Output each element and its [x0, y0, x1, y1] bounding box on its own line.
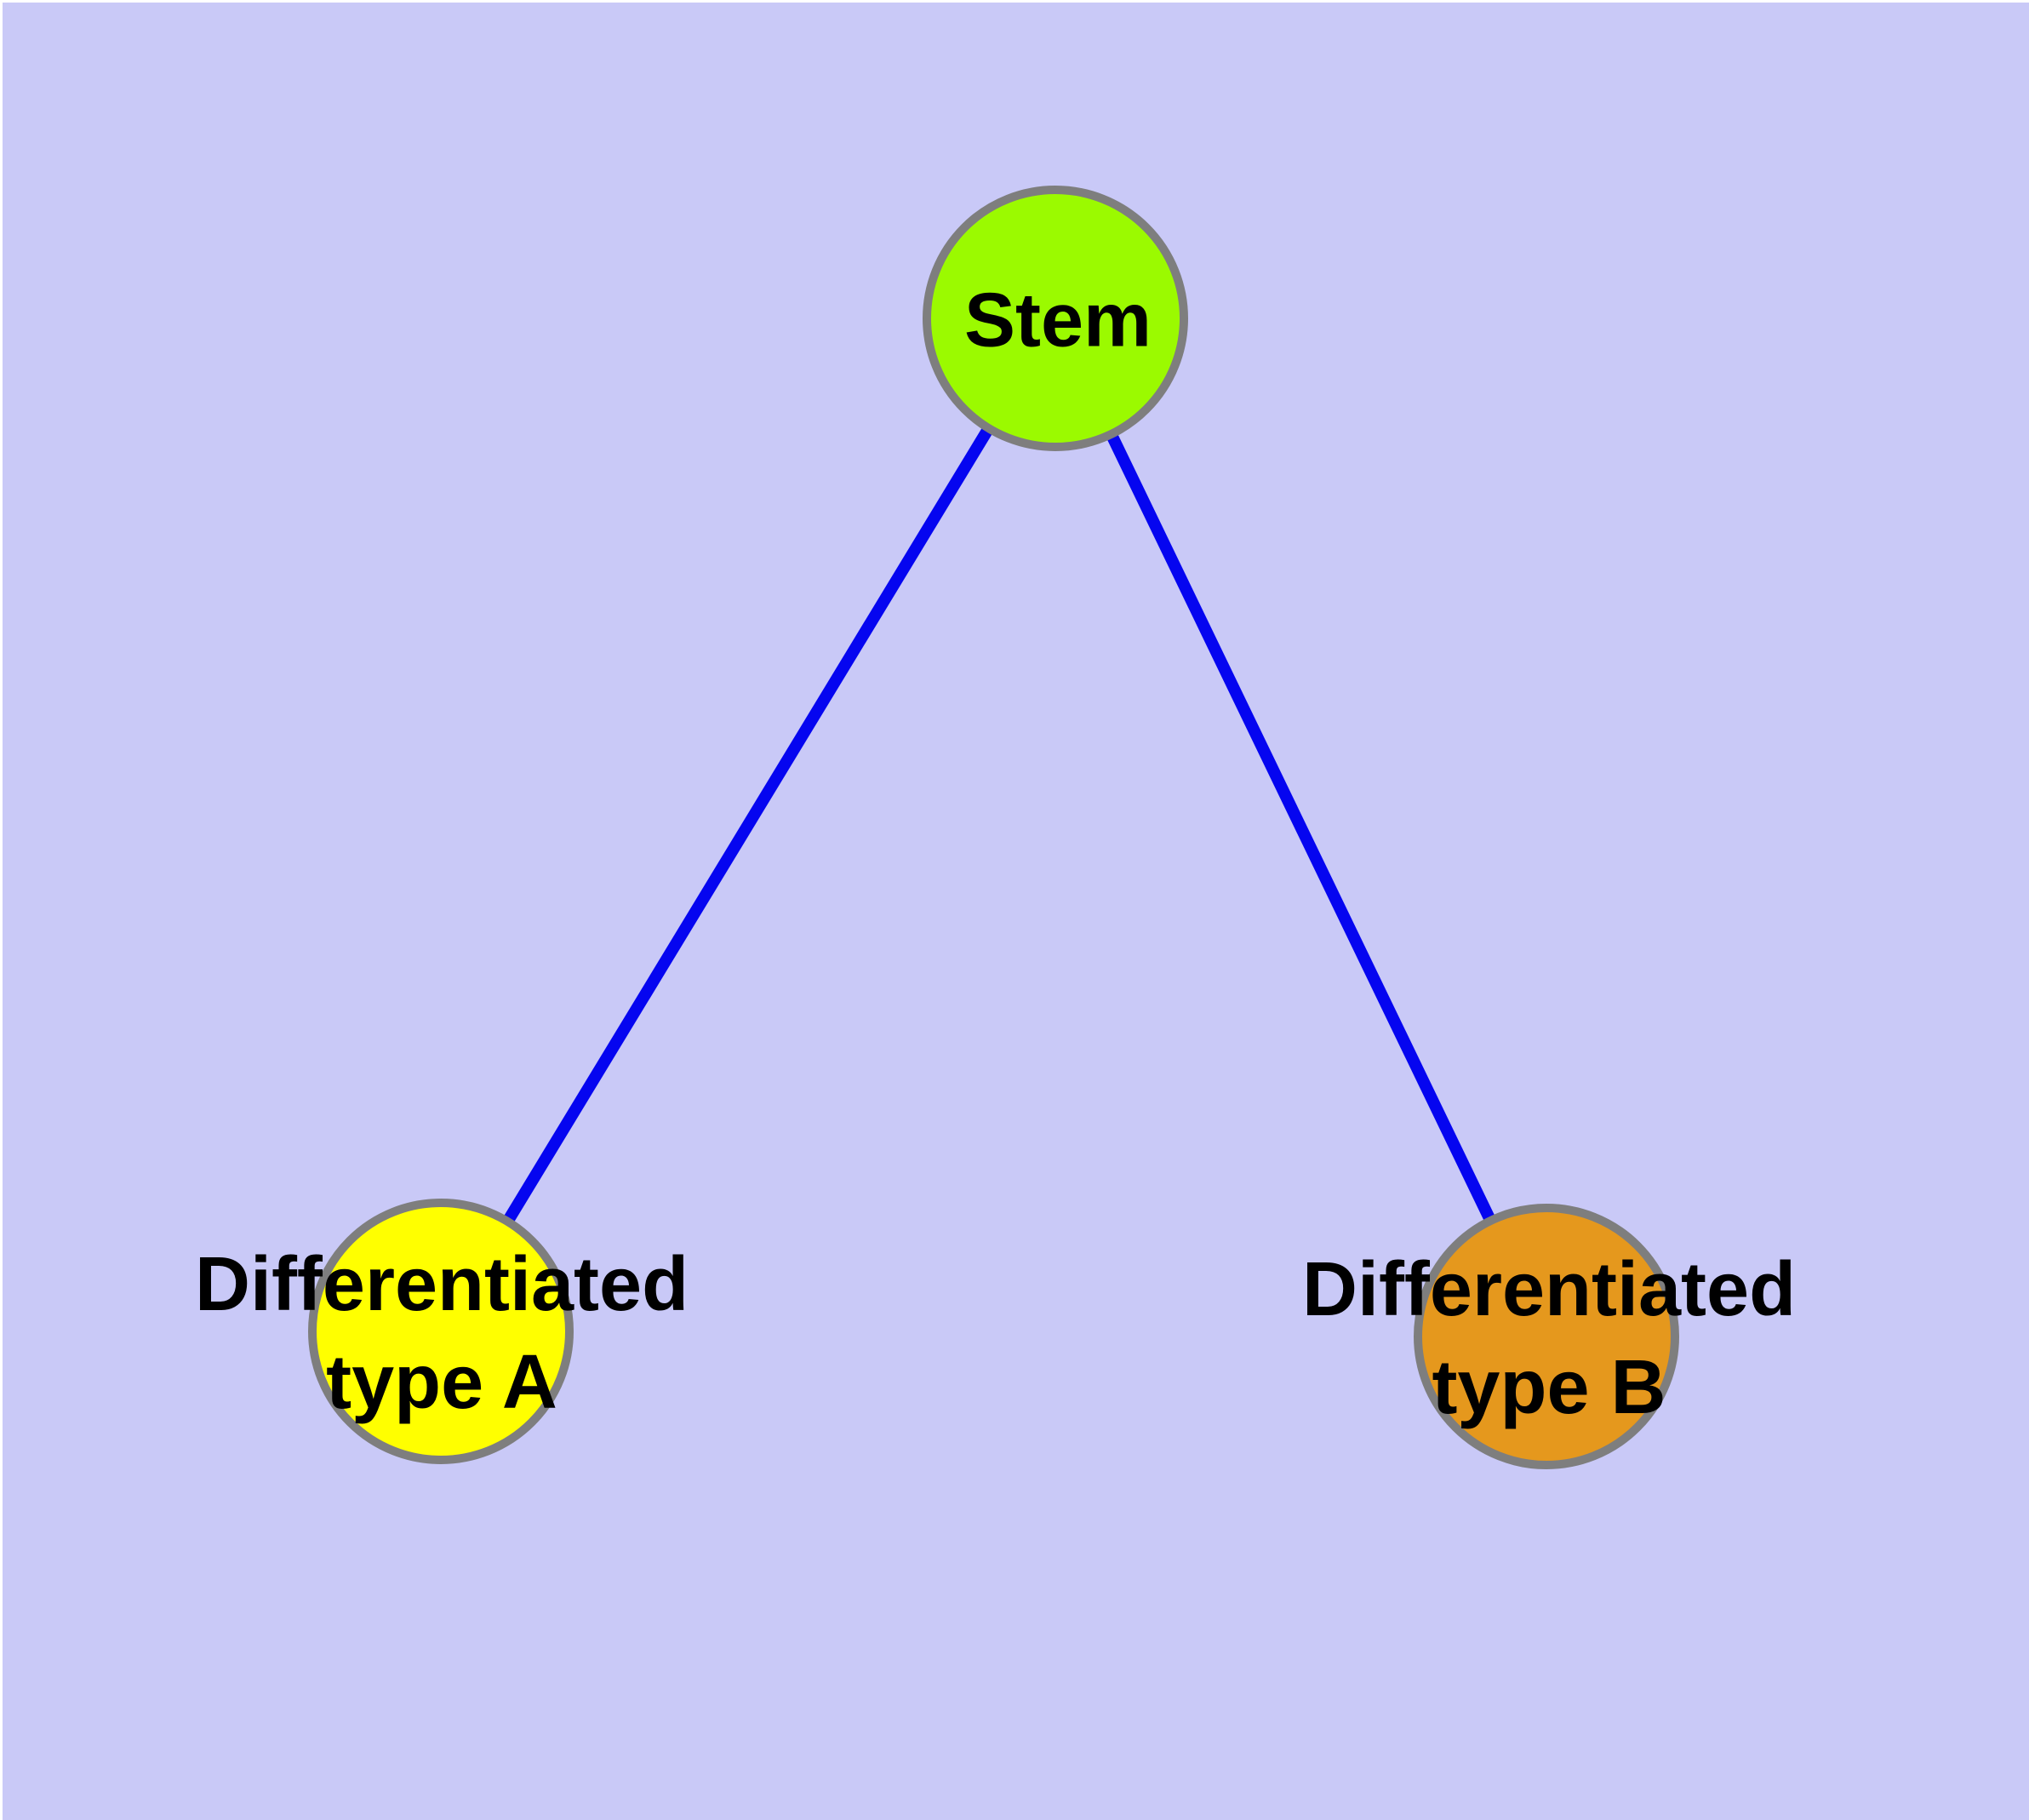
node-differentiated-type-a[interactable] — [308, 1199, 574, 1464]
edge-stem-to-type-a[interactable] — [436, 315, 1060, 1335]
node-stem[interactable] — [923, 186, 1188, 451]
node-differentiated-type-b[interactable] — [1414, 1204, 1679, 1469]
graph-svg — [308, 186, 1679, 1469]
edge-stem-to-type-b[interactable] — [1049, 315, 1552, 1340]
diagram-canvas: Stem Differentiated type A Differentiate… — [3, 3, 2029, 1820]
